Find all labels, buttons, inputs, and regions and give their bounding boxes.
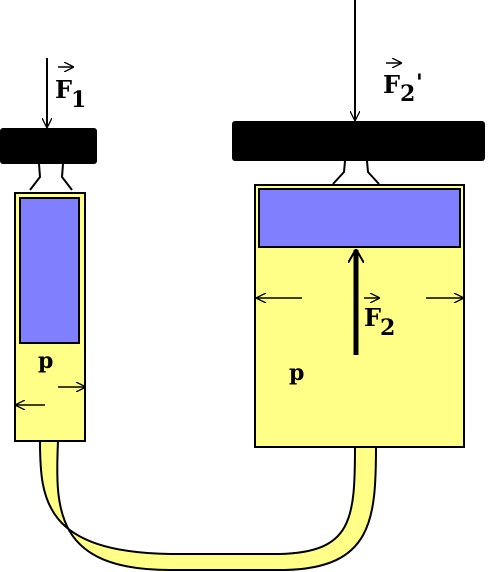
small-plate	[0, 128, 97, 164]
label-force-small: F 1	[55, 67, 86, 113]
label-force-up: F 2	[364, 298, 395, 341]
force-up-subscript: 2	[380, 315, 395, 341]
small-piston-rod	[29, 163, 73, 191]
force-large-subscript: 2	[400, 81, 415, 107]
large-plate	[232, 121, 485, 161]
force-large-prime: '	[416, 70, 423, 96]
large-piston-rod	[332, 160, 380, 185]
force-small-subscript: 1	[71, 87, 86, 113]
force-up-letter: F	[364, 303, 381, 332]
large-piston	[258, 188, 461, 248]
pressure-label-small: p	[38, 348, 53, 374]
pressure-label-large: p	[289, 360, 304, 386]
connecting-tube	[38, 440, 378, 571]
force-large-letter: F	[383, 70, 400, 99]
force-small-letter: F	[55, 75, 72, 104]
label-force-large: F 2 '	[383, 63, 423, 107]
small-piston	[19, 197, 80, 344]
